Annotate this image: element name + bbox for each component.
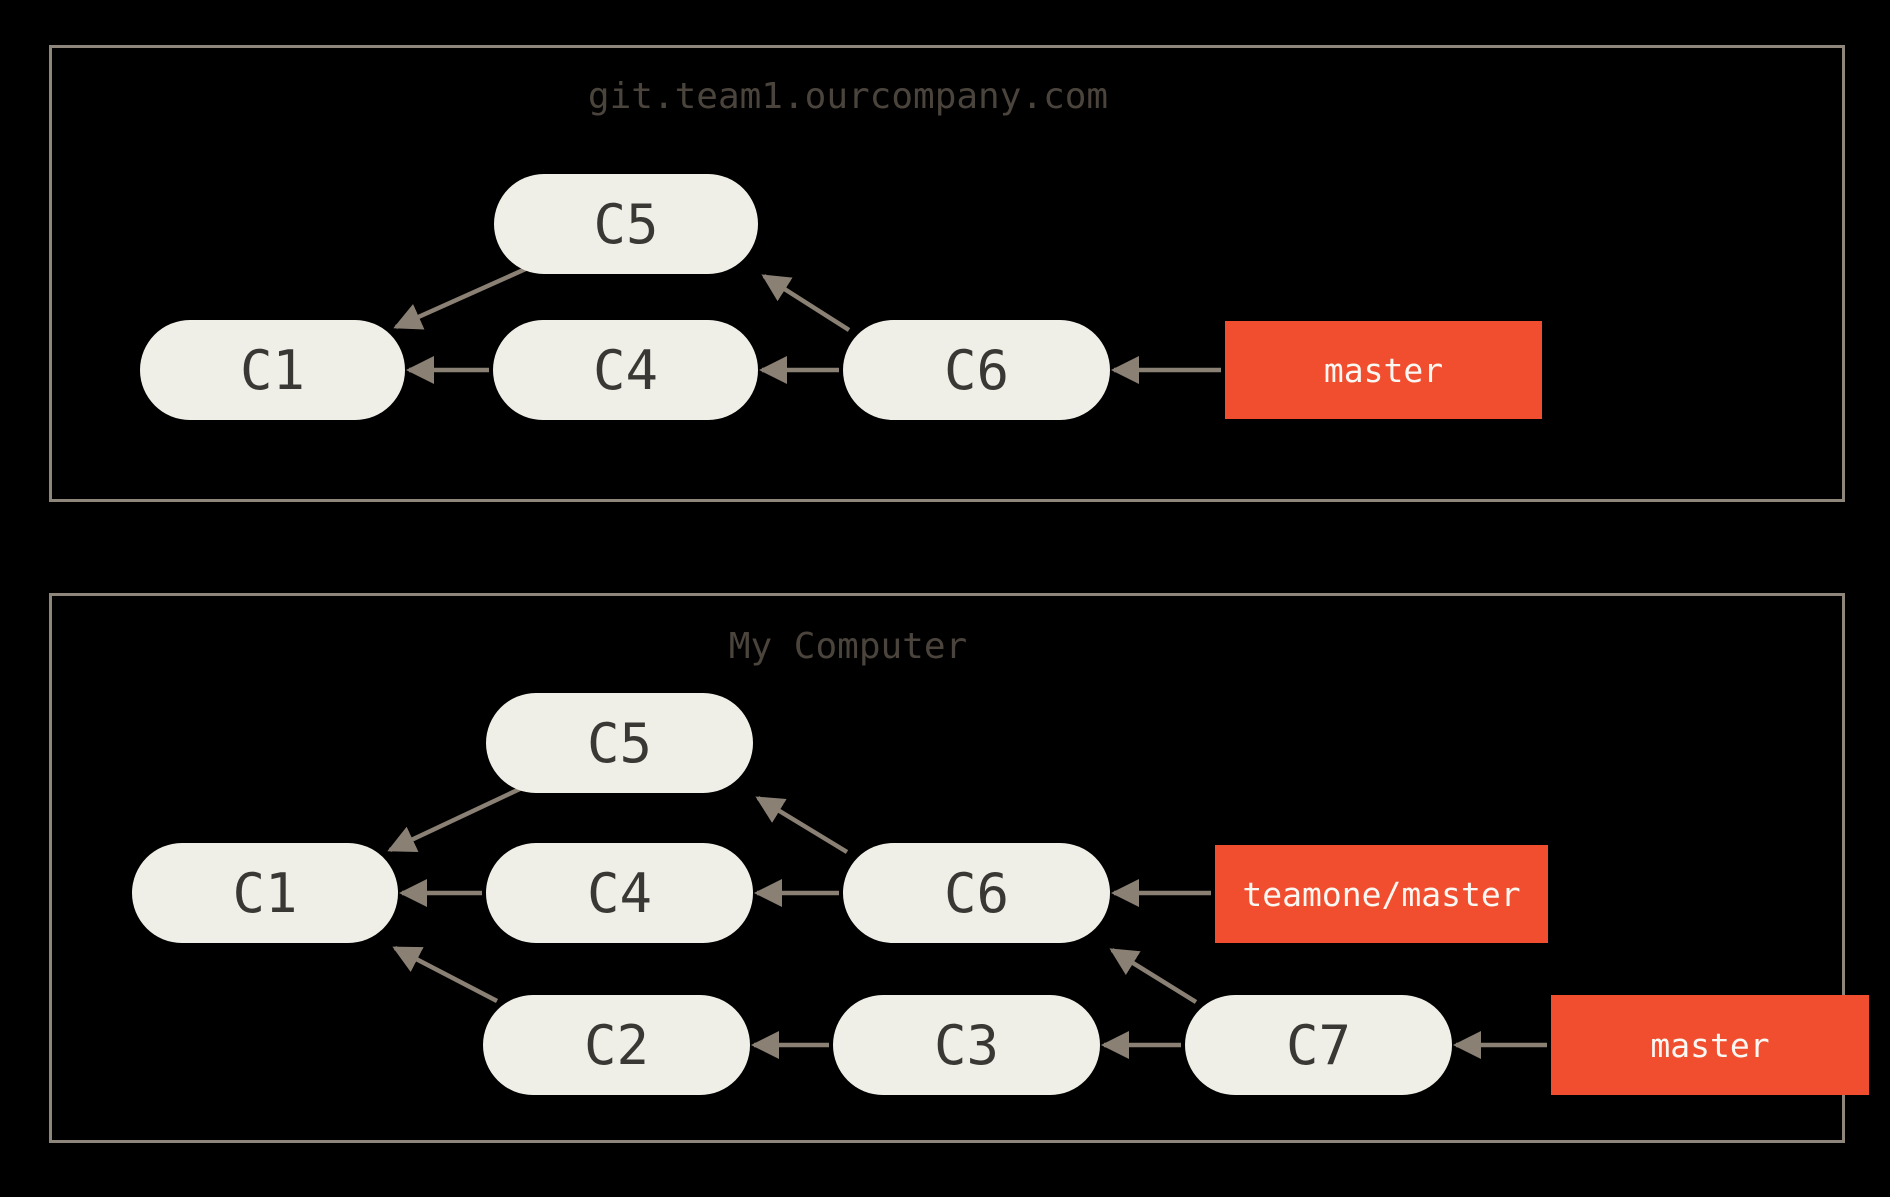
remote-repo-title: git.team1.ourcompany.com [587,76,1109,117]
branch-label-local-master: master [1551,995,1869,1095]
branch-label-remote-master: master [1225,321,1542,419]
commit-node-remote-c4: C4 [493,320,758,420]
remote-repo-panel [49,45,1845,502]
local-repo-panel [49,593,1845,1143]
local-repo-title: My Computer [728,626,968,667]
commit-node-remote-c1: C1 [140,320,405,420]
commit-node-local-c6: C6 [843,843,1110,943]
commit-node-remote-c5: C5 [494,174,758,274]
commit-node-local-c2: C2 [483,995,750,1095]
commit-node-local-c7: C7 [1185,995,1452,1095]
commit-node-local-c1: C1 [132,843,398,943]
commit-node-local-c3: C3 [833,995,1100,1095]
branch-label-local-teamone-master: teamone/master [1215,845,1548,943]
commit-node-local-c5: C5 [486,693,753,793]
commit-node-remote-c6: C6 [843,320,1110,420]
commit-node-local-c4: C4 [486,843,753,943]
